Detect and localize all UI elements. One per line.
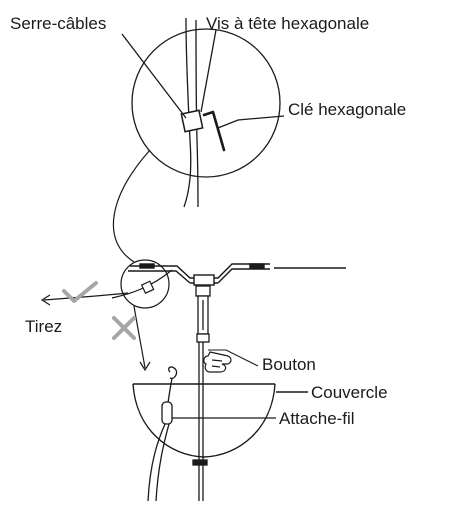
rod-top-nut xyxy=(195,285,211,297)
bracket-left xyxy=(128,270,191,284)
pull-arrows xyxy=(40,292,151,372)
wire-clip-body xyxy=(161,401,173,425)
screw-line xyxy=(200,29,217,113)
bracket-slot-right xyxy=(249,263,265,269)
cross-mark-icon xyxy=(112,316,136,340)
cover-bowl xyxy=(132,383,308,458)
arrow-correct-head xyxy=(40,294,51,306)
leader-cable-ties xyxy=(121,33,187,119)
connector-curve xyxy=(112,149,151,263)
detail-circle xyxy=(131,28,281,178)
rod-lock-nut xyxy=(196,333,210,343)
pointing-hand-icon xyxy=(203,351,232,373)
wire-lower-right xyxy=(155,423,170,502)
label-hex-key: Clé hexagonale xyxy=(288,100,406,119)
cable-tie-block xyxy=(180,109,204,133)
detail-circle-group xyxy=(121,17,285,208)
label-button: Bouton xyxy=(262,355,316,374)
label-hex-screw: Vis à tête hexagonale xyxy=(206,14,369,33)
cable-right xyxy=(195,19,199,208)
small-detail-circle-group xyxy=(111,259,173,309)
arrow-wrong xyxy=(133,305,146,369)
wire-twist xyxy=(168,366,178,380)
bracket-nut xyxy=(193,274,215,286)
mounting-bracket xyxy=(128,263,346,286)
check-mark-icon xyxy=(62,281,98,303)
wire-lower-left xyxy=(147,423,166,502)
cable-left xyxy=(183,17,192,208)
cover-arc xyxy=(132,383,276,458)
label-cover: Couvercle xyxy=(311,383,388,402)
wire-clip-group xyxy=(147,366,276,502)
small-cable-tie xyxy=(140,280,155,295)
bracket-right xyxy=(217,268,270,284)
wire-through-small xyxy=(111,269,173,299)
leader-hex-key xyxy=(217,115,285,129)
rod-bottom-clip xyxy=(192,459,208,466)
rod-assembly xyxy=(192,285,211,501)
label-cable-ties: Serre-câbles xyxy=(10,14,106,33)
bracket-slot-left xyxy=(139,263,155,269)
leader-button xyxy=(208,349,259,367)
label-wire-clip: Attache-fil xyxy=(279,409,355,428)
hex-key-shape xyxy=(202,110,226,152)
label-pull: Tirez xyxy=(25,317,62,336)
arrow-correct xyxy=(43,292,129,301)
small-detail-circle xyxy=(120,259,170,309)
arrow-wrong-head xyxy=(139,361,151,372)
